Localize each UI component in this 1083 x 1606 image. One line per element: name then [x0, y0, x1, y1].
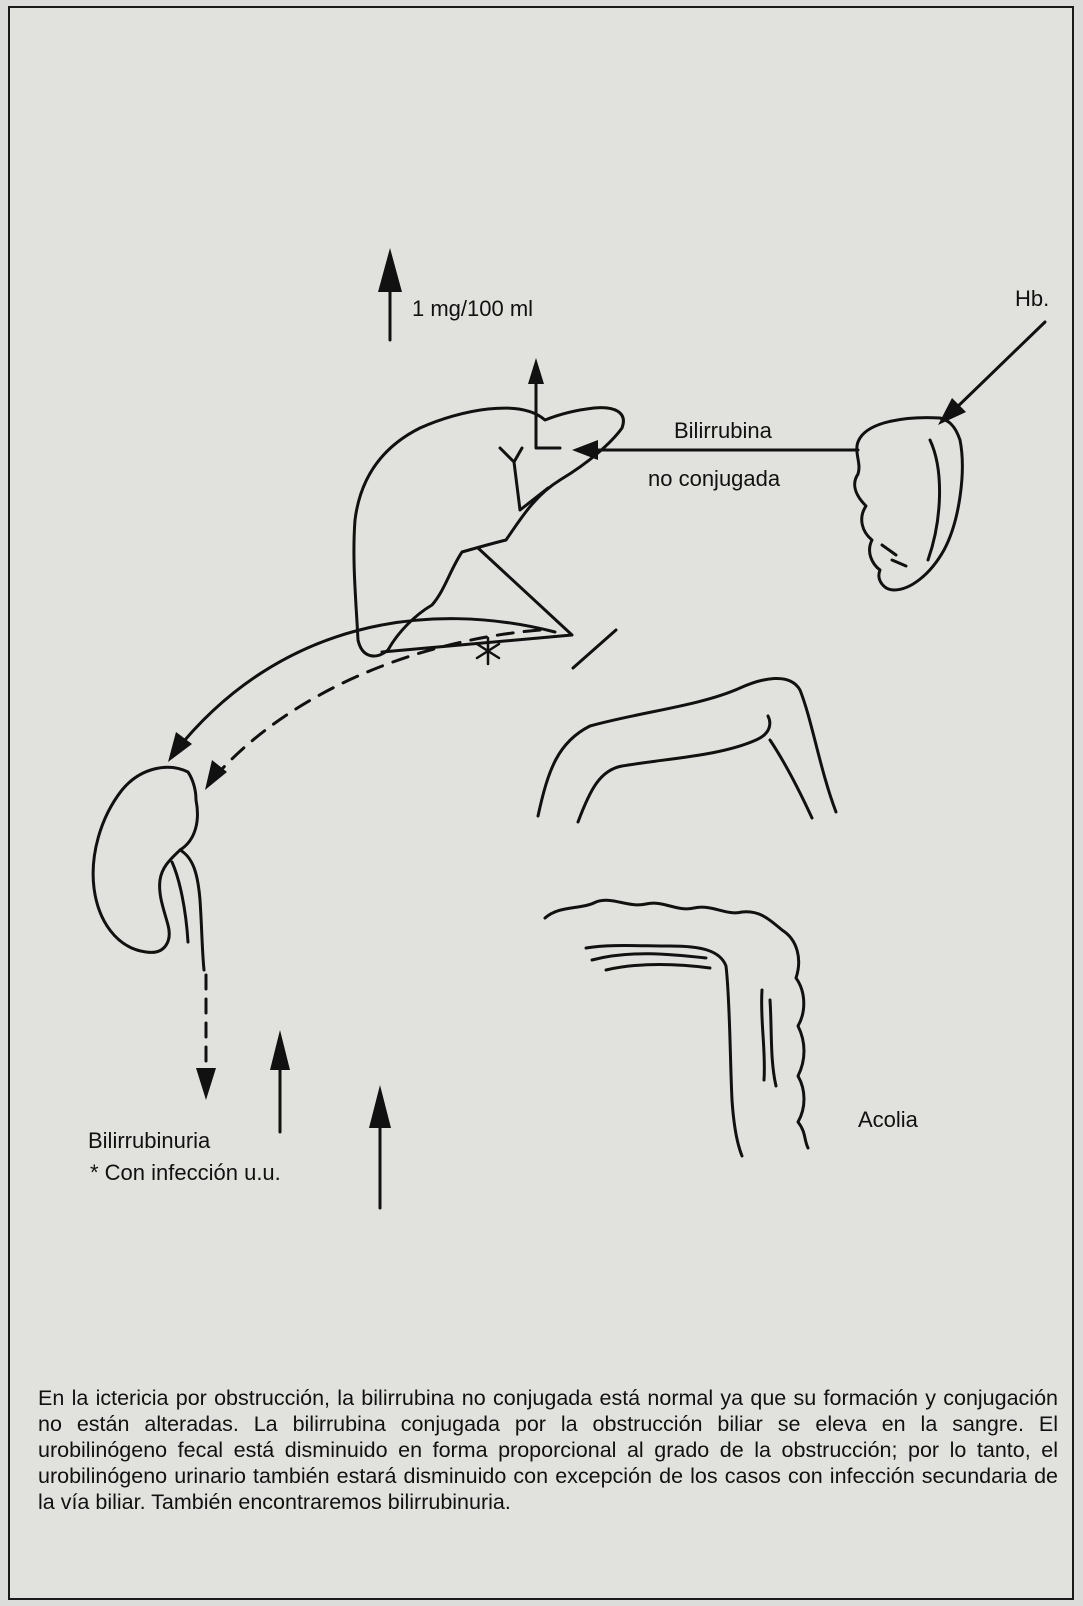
- urine-up-arrow-large: [369, 1085, 391, 1208]
- bilirubinuria-label: Bilirrubinuria: [88, 1128, 210, 1154]
- spleen-outline: [855, 418, 963, 590]
- spleen-detail: [882, 545, 906, 566]
- liver-lobe: [382, 548, 572, 652]
- infection-dashed-arrow: [205, 630, 540, 790]
- hemoglobin-label: Hb.: [1015, 286, 1049, 312]
- acholia-label: Acolia: [858, 1107, 918, 1133]
- hemoglobin-arrow: [938, 322, 1045, 425]
- ureter: [172, 850, 204, 970]
- bilirubin-label-line1: Bilirrubina: [674, 418, 772, 444]
- duodenum-outline: [538, 678, 836, 816]
- bilirubin-label-line2: no conjugada: [648, 466, 780, 492]
- spleen-inner-line: [928, 440, 940, 560]
- liver-to-blood-arrow: [528, 358, 560, 448]
- blood-to-kidney-arrow: [168, 619, 555, 762]
- duodenum-inner: [578, 716, 812, 822]
- serum-increase-arrow: [378, 248, 402, 340]
- colon-inner: [586, 946, 742, 1157]
- urine-up-arrow-small: [270, 1030, 290, 1132]
- obstruction-bar: [573, 630, 616, 668]
- serum-value-label: 1 mg/100 ml: [412, 296, 533, 322]
- bilirubinuria-arrow: [196, 975, 216, 1100]
- bile-duct: [500, 448, 548, 510]
- colon-haustra: [592, 954, 776, 1086]
- colon-outline: [545, 900, 808, 1148]
- kidney-outline: [93, 767, 197, 952]
- figure-caption: En la ictericia por obstrucción, la bili…: [38, 1385, 1058, 1515]
- infection-note-label: * Con infección u.u.: [90, 1160, 281, 1186]
